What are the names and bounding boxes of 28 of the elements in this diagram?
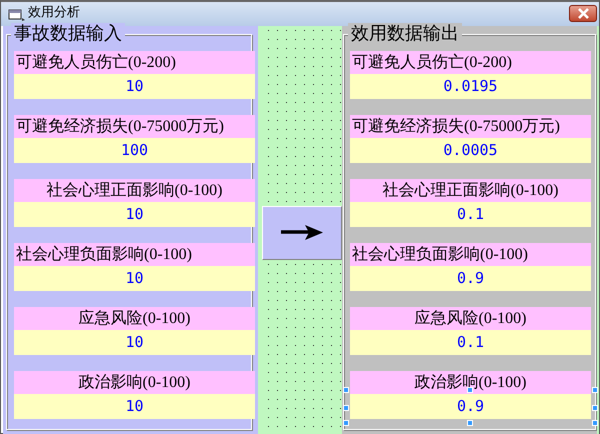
field-label: 应急风险(0-100)	[14, 307, 255, 330]
field-label: 可避免经济损失(0-75000万元)	[350, 115, 591, 138]
value-field: 10	[14, 266, 255, 291]
group-heading: 事故数据输入	[11, 23, 125, 43]
value-field: 10	[14, 74, 255, 99]
value-field: 0.9	[350, 394, 591, 419]
arrow-button	[262, 206, 342, 260]
field-label: 可避免人员伤亡(0-200)	[14, 51, 255, 74]
value-field: 0.9	[350, 266, 591, 291]
window-title: 效用分析	[28, 4, 80, 22]
field-label: 社会心理正面影响(0-100)	[350, 179, 591, 202]
value-field: 0.1	[350, 202, 591, 227]
value-field: 0.0195	[350, 74, 591, 99]
field-label: 政治影响(0-100)	[14, 371, 255, 394]
value-field: 10	[14, 394, 255, 419]
field-label: 社会心理负面影响(0-100)	[350, 243, 591, 266]
value-field: 10	[14, 330, 255, 355]
group-heading: 效用数据输出	[348, 23, 462, 43]
field-label: 可避免经济损失(0-75000万元)	[14, 115, 255, 138]
field-label: 社会心理负面影响(0-100)	[14, 243, 255, 266]
value-field: 0.1	[350, 330, 591, 355]
field-label: 可避免人员伤亡(0-200)	[350, 51, 591, 74]
field-label: 社会心理正面影响(0-100)	[14, 179, 255, 202]
value-field: 100	[14, 138, 255, 163]
value-field: 0.0005	[350, 138, 591, 163]
field-label: 应急风险(0-100)	[350, 307, 591, 330]
value-field: 10	[14, 202, 255, 227]
field-label: 政治影响(0-100)	[350, 371, 591, 394]
